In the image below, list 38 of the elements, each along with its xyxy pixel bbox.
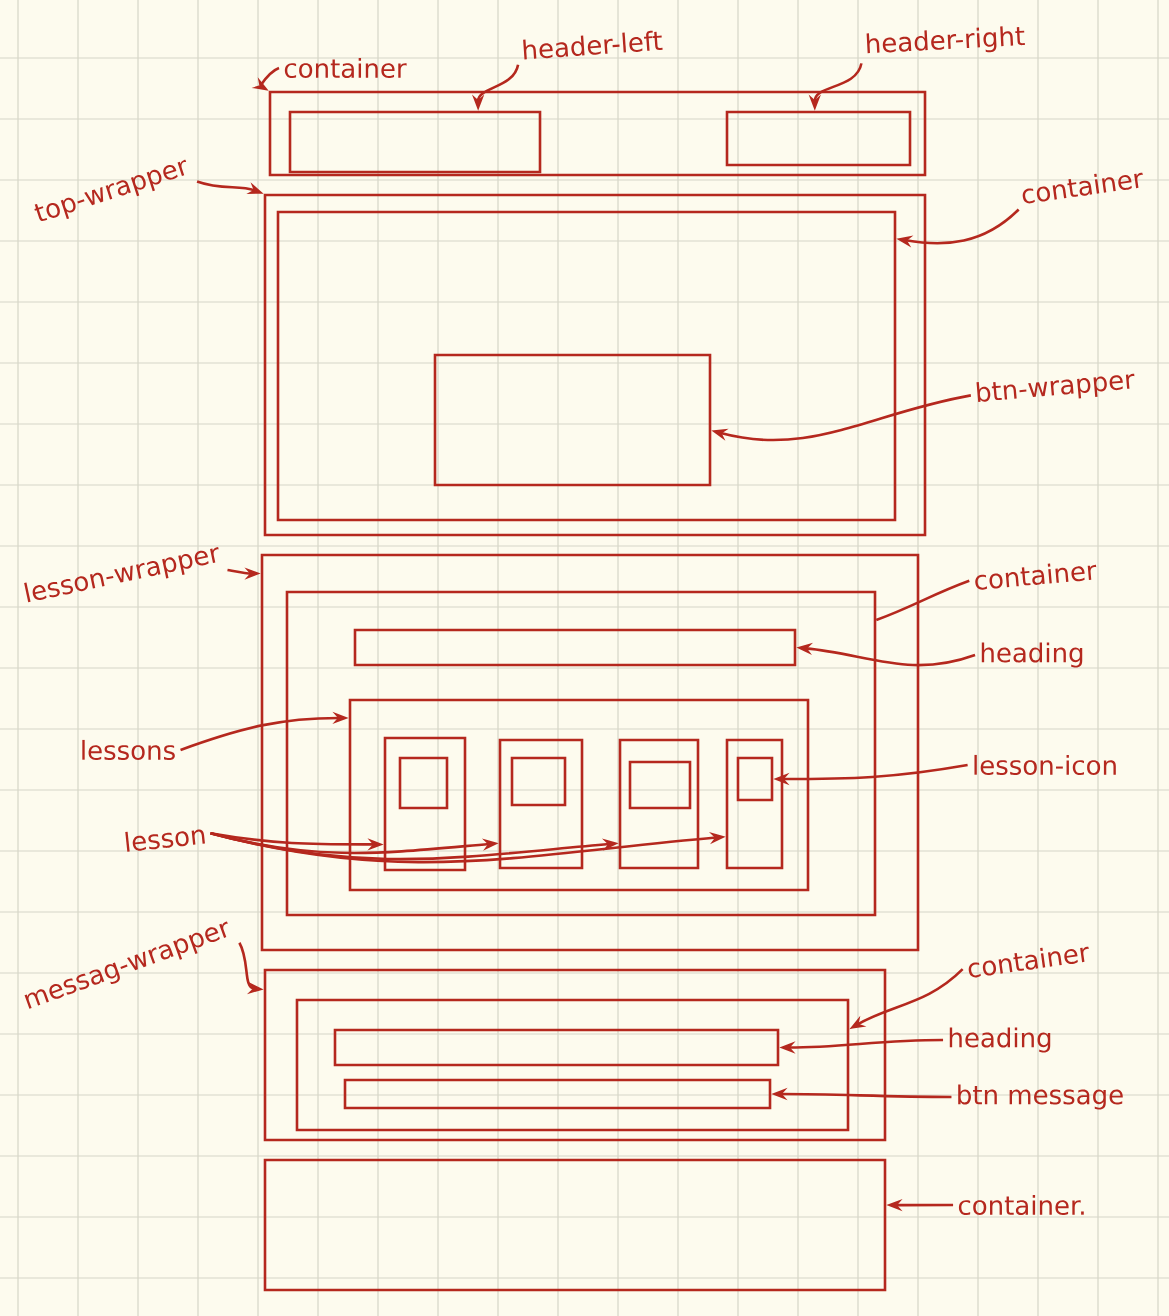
- outline-box: [736, 756, 774, 802]
- outline-box: [343, 1078, 772, 1110]
- outline-box: [383, 736, 467, 872]
- handwritten-label: header-right: [866, 26, 1025, 54]
- outline-box: [433, 353, 712, 487]
- handwritten-label: container: [284, 57, 407, 79]
- leader-line: [875, 579, 970, 622]
- handwritten-label: heading: [949, 1027, 1051, 1053]
- outline-box: [295, 998, 850, 1132]
- outline-box: [260, 553, 920, 952]
- outline-box: [725, 110, 912, 167]
- handwritten-label: header-left: [523, 30, 663, 60]
- outline-box: [263, 1158, 887, 1292]
- handwritten-label: container: [975, 563, 1097, 590]
- handwritten-label: lessons: [82, 739, 175, 761]
- outline-box: [348, 698, 810, 892]
- outline-box: [510, 756, 567, 807]
- handwritten-label: btn-wrapper: [976, 373, 1135, 402]
- handwritten-label: btn message: [958, 1084, 1123, 1110]
- outline-box: [498, 738, 584, 870]
- outline-box: [288, 110, 542, 174]
- outline-box: [276, 210, 897, 522]
- handwritten-label: container: [968, 946, 1089, 978]
- outline-box: [263, 968, 887, 1142]
- outline-box: [263, 193, 927, 537]
- outline-box: [628, 760, 692, 810]
- outline-box: [285, 590, 877, 917]
- outline-box: [618, 738, 700, 870]
- handwritten-label: container: [1022, 172, 1143, 204]
- outline-box: [268, 90, 927, 177]
- outline-box: [725, 738, 784, 870]
- handwritten-label: lesson: [125, 829, 205, 852]
- handwritten-label: lesson-icon: [974, 754, 1116, 776]
- outline-box: [333, 1028, 780, 1067]
- outline-box: [353, 628, 797, 667]
- outline-box: [398, 756, 449, 810]
- handwritten-label: container.: [958, 1194, 1084, 1216]
- handwritten-label: heading: [981, 642, 1083, 668]
